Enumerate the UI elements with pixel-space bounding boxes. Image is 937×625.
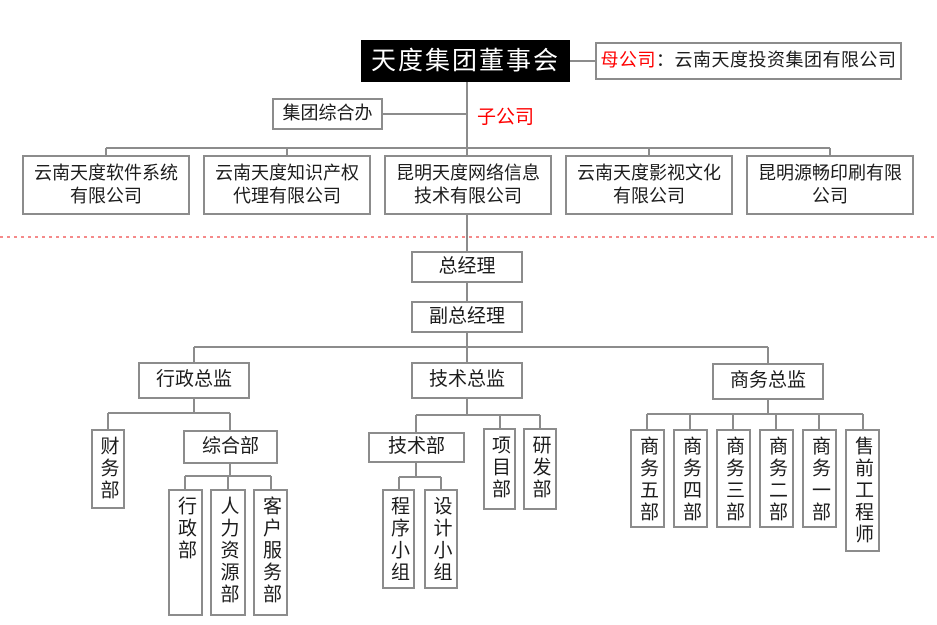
node-label: 商务一部 bbox=[809, 436, 830, 524]
node-deputy-general-manager: 副总经理 bbox=[411, 301, 523, 333]
node-business-dept-3: 商务三部 bbox=[716, 429, 751, 528]
parent-company-name: 云南天度投资集团有限公司 bbox=[674, 50, 897, 71]
node-parent-company: 母公司：云南天度投资集团有限公司 bbox=[595, 42, 902, 80]
subsidiary-line2: 有限公司 bbox=[70, 186, 142, 206]
node-project-dept: 项目部 bbox=[483, 428, 516, 510]
node-business-dept-1: 商务一部 bbox=[802, 429, 837, 528]
node-board: 天度集团董事会 bbox=[361, 40, 570, 82]
subsidiary-line2: 有限公司 bbox=[613, 186, 685, 206]
node-business-director: 商务总监 bbox=[712, 363, 824, 400]
node-design-team: 设计小组 bbox=[424, 489, 458, 589]
node-label: 程序小组 bbox=[388, 496, 409, 584]
node-label: 行政部 bbox=[175, 496, 196, 562]
node-admin-director: 行政总监 bbox=[138, 362, 250, 399]
node-rnd-dept: 研发部 bbox=[523, 428, 557, 510]
node-tech-director: 技术总监 bbox=[411, 362, 523, 399]
node-business-dept-2: 商务二部 bbox=[759, 429, 794, 528]
node-group-office: 集团综合办 bbox=[272, 98, 383, 130]
dotted-separator-line bbox=[0, 236, 937, 238]
node-hr-dept: 人力资源部 bbox=[210, 489, 246, 616]
parent-company-colon: ： bbox=[656, 50, 675, 71]
node-label: 研发部 bbox=[529, 435, 551, 501]
subsidiary-line1: 云南天度知识产权 bbox=[215, 163, 359, 183]
node-label: 财务部 bbox=[97, 436, 119, 502]
node-label: 设计小组 bbox=[430, 496, 452, 584]
subsidiary-line1: 云南天度软件系统 bbox=[34, 163, 178, 183]
node-business-dept-5: 商务五部 bbox=[630, 429, 665, 528]
node-general-dept: 综合部 bbox=[183, 430, 278, 464]
node-presales-engineer: 售前工程师 bbox=[845, 429, 880, 552]
node-administration-dept: 行政部 bbox=[168, 489, 203, 616]
node-customer-service-dept: 客户服务部 bbox=[253, 489, 288, 616]
node-general-manager: 总经理 bbox=[411, 251, 523, 283]
node-label: 商务二部 bbox=[766, 436, 787, 524]
node-label: 售前工程师 bbox=[852, 436, 873, 546]
node-label: 商务四部 bbox=[680, 436, 701, 524]
node-label: 人力资源部 bbox=[217, 496, 239, 606]
subsidiary-line2: 代理有限公司 bbox=[233, 186, 341, 206]
node-subsidiary-ip-agency: 云南天度知识产权 代理有限公司 bbox=[203, 155, 371, 215]
parent-company-prefix: 母公司 bbox=[600, 50, 656, 71]
subsidiary-tag-label: 子公司 bbox=[477, 107, 535, 128]
node-finance-dept: 财务部 bbox=[91, 429, 125, 509]
node-label: 商务三部 bbox=[723, 436, 744, 524]
subsidiary-line1: 云南天度影视文化 bbox=[577, 163, 721, 183]
node-subsidiary-software: 云南天度软件系统 有限公司 bbox=[22, 155, 190, 215]
node-tech-dept: 技术部 bbox=[368, 432, 465, 463]
node-business-dept-4: 商务四部 bbox=[673, 429, 708, 528]
node-subsidiary-printing: 昆明源畅印刷有限 公司 bbox=[746, 155, 914, 215]
subsidiary-line2: 技术有限公司 bbox=[414, 186, 522, 206]
node-label: 项目部 bbox=[489, 435, 510, 501]
node-programming-team: 程序小组 bbox=[382, 489, 415, 589]
node-label: 商务五部 bbox=[637, 436, 658, 524]
subsidiary-line1: 昆明源畅印刷有限 bbox=[758, 163, 902, 183]
node-subsidiary-film-culture: 云南天度影视文化 有限公司 bbox=[565, 155, 733, 215]
subsidiary-line1: 昆明天度网络信息 bbox=[396, 163, 540, 183]
subsidiary-line2: 公司 bbox=[812, 186, 848, 206]
node-subsidiary-network-info: 昆明天度网络信息 技术有限公司 bbox=[384, 155, 552, 215]
node-label: 客户服务部 bbox=[260, 496, 281, 606]
